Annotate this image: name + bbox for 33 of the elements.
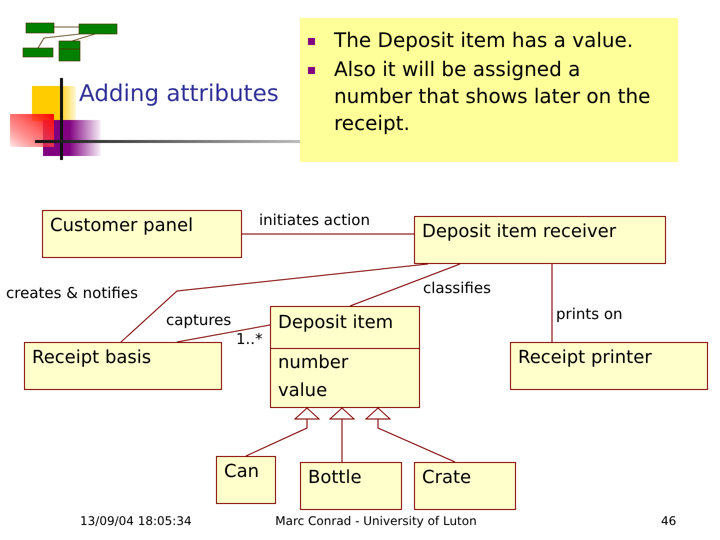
class-box	[42, 210, 242, 258]
class-name: Deposit item	[278, 311, 394, 335]
class-box	[300, 462, 402, 510]
class-box	[510, 342, 708, 390]
class-box	[414, 216, 666, 264]
note-text: The Deposit item has a value.	[334, 27, 634, 54]
association-line	[120, 264, 428, 342]
class-name: Receipt basis	[32, 346, 152, 370]
generalization-arrow	[330, 408, 354, 462]
slide-title: Adding attributes	[79, 80, 279, 109]
class-name: Receipt printer	[518, 346, 652, 370]
class-box	[270, 306, 420, 408]
class-box	[216, 456, 276, 504]
multiplicity-label: 1..*	[236, 330, 263, 348]
generalization-arrow	[246, 408, 320, 456]
class-name: Customer panel	[50, 214, 194, 238]
attribute-text: number	[278, 351, 348, 375]
class-name: Bottle	[308, 466, 362, 490]
association-line	[350, 264, 460, 306]
class-name: Deposit item receiver	[422, 220, 616, 244]
note-box	[300, 18, 678, 162]
note-text: Also it will be assigned a number that shows later on the receipt.	[334, 56, 652, 137]
association-line	[176, 324, 270, 342]
footer-text: Marc Conrad - University of Luton	[274, 514, 478, 529]
edge-label: prints on	[556, 305, 623, 323]
class-name: Crate	[422, 466, 472, 490]
attribute-text: value	[278, 379, 328, 403]
class-name: Can	[224, 460, 260, 484]
date-text: 13/09/04 18:05:34	[80, 514, 192, 529]
generalization-arrow	[366, 408, 456, 462]
class-box	[24, 342, 222, 390]
class-box	[414, 462, 516, 510]
page-number: 46	[661, 514, 676, 529]
